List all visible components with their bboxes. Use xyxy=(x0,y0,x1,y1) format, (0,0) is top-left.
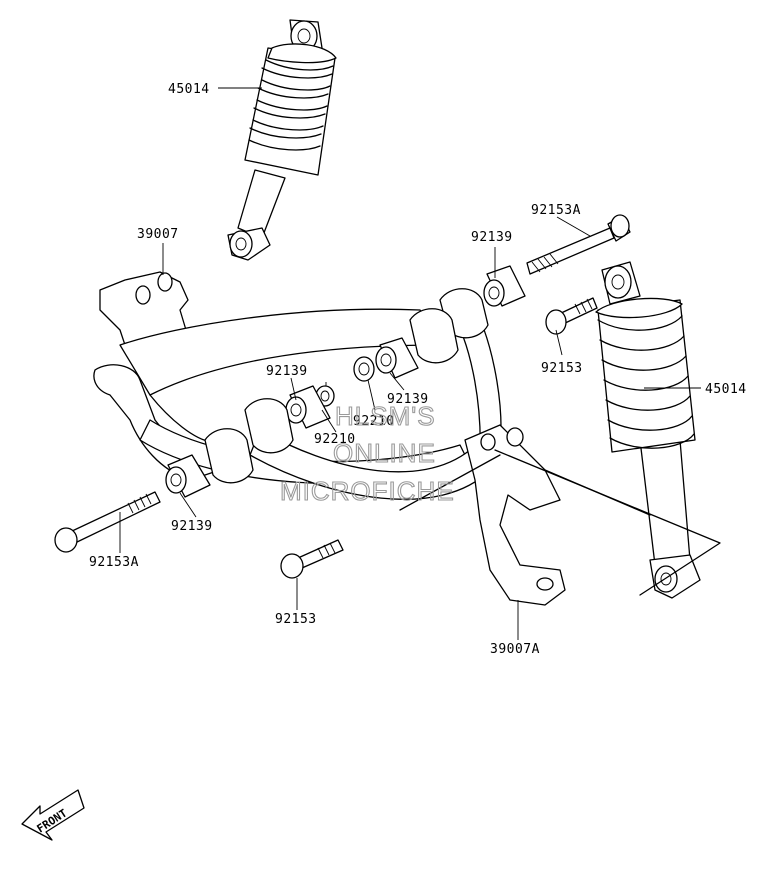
label-39007a: 39007A xyxy=(490,642,540,657)
label-45014-upper: 45014 xyxy=(168,82,210,97)
label-92210-left: 92210 xyxy=(314,432,356,447)
shock-absorber-right xyxy=(595,261,701,599)
watermark-line-2: ONLINE xyxy=(333,438,436,468)
watermark-line-1: HLSM'S xyxy=(335,401,436,431)
bushings xyxy=(165,265,526,498)
a-arm-right xyxy=(249,299,721,606)
label-92139-center-left: 92139 xyxy=(266,364,308,379)
label-92210-right: 92210 xyxy=(353,414,395,429)
label-92153a-lower: 92153A xyxy=(89,555,139,570)
watermark-line-3: MICROFICHE xyxy=(280,476,455,506)
front-arrow-icon: FRONT xyxy=(21,789,85,841)
shock-absorber-upper-left xyxy=(227,19,337,261)
label-39007: 39007 xyxy=(137,227,179,242)
label-92153-right: 92153 xyxy=(541,361,583,376)
watermark: HLSM'S ONLINE MICROFICHE xyxy=(279,400,455,506)
label-92139-center-right: 92139 xyxy=(387,392,429,407)
label-92139-lower: 92139 xyxy=(171,519,213,534)
label-92139-top: 92139 xyxy=(471,230,513,245)
label-92153a-top: 92153A xyxy=(531,203,581,218)
label-92153-bottom: 92153 xyxy=(275,612,317,627)
label-45014-right: 45014 xyxy=(705,382,747,397)
leader-lines xyxy=(119,87,701,640)
part-labels: 45014 39007 92153A 92139 92153 45014 921… xyxy=(89,82,747,657)
bolts xyxy=(54,214,631,579)
